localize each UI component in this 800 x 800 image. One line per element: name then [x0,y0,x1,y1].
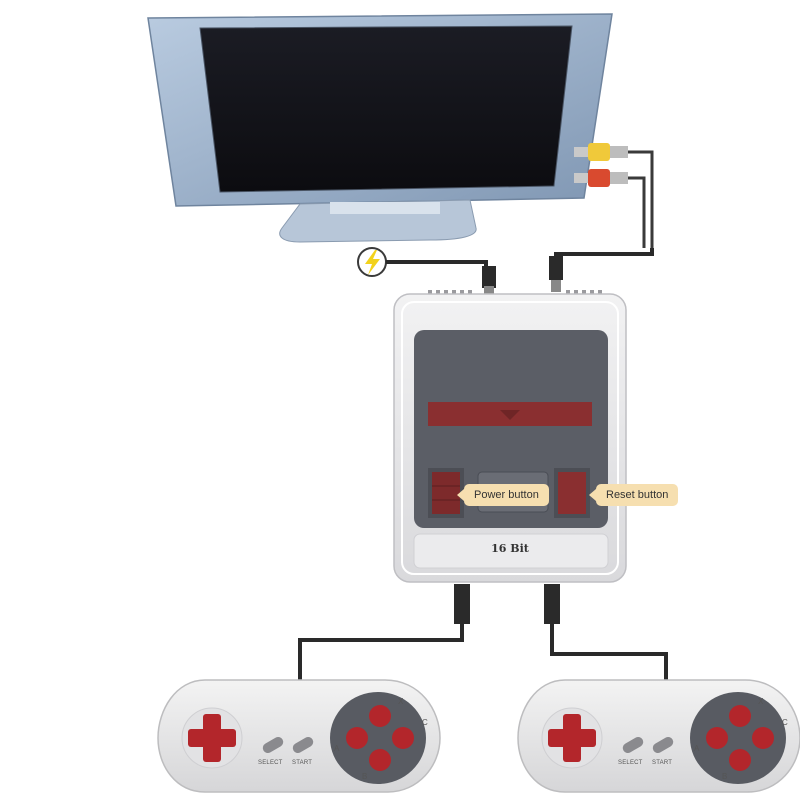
power-button-callout-text: Power button [474,489,539,501]
reset-button-callout-text: Reset button [606,489,669,501]
controller-1-x-label: X [398,697,404,706]
power-plug [482,266,496,294]
controller-2-button-well [690,692,786,784]
controller-2-b-label: B [722,772,728,781]
controller-2-select-button[interactable] [621,735,645,755]
controller-1 [157,679,441,793]
controller-1-button-well [330,692,426,784]
controller-2-y-button[interactable] [706,727,728,749]
tv-screen [199,25,573,193]
rca-plug-red [574,169,628,187]
av-cables [549,143,654,292]
controller-1-select-label: SELECT [258,760,283,766]
power-cable [357,247,496,294]
controller-2-select-label: SELECT [618,760,643,766]
controller-2-dpad[interactable] [548,714,596,762]
av-plug-console [549,256,563,292]
controller-plug-1 [454,584,470,624]
controller-1-start-button[interactable] [291,735,315,755]
controller-2-b-button[interactable] [729,749,751,771]
lightning-bolt-shape [365,250,380,275]
controller-1-select-button[interactable] [261,735,285,755]
power-cable-line [386,260,488,272]
controller-1-a-label: C [422,718,428,727]
controller-2-x-label: X [758,697,764,706]
tv-stand-neck [330,202,440,214]
console [393,290,627,583]
rca-cable-yellow [628,150,654,248]
console-vents [428,290,602,296]
controller-2-start-label: START [652,760,673,766]
controller-2-y-label: A [694,744,700,753]
controller-2-a-label: C [782,718,788,727]
console-model-label: 16 Bit [491,542,529,555]
controller-1-y-label: A [334,744,340,753]
console-inner-border [401,301,619,575]
rca-cable-red [628,176,646,248]
controller-cable-1 [298,624,464,684]
controller-1-b-label: B [362,772,368,781]
controller-1-dpad[interactable] [188,714,236,762]
controller-2-x-button[interactable] [729,705,751,727]
cartridge-slot-notch [500,410,520,420]
controller-cable-2 [550,624,668,684]
power-button-callout: Power button [457,484,549,506]
controller-1-a-button[interactable] [392,727,414,749]
controller-2 [517,679,800,793]
console-lower-panel [413,533,609,569]
controller-1-start-label: START [292,760,313,766]
rca-plug-yellow [574,143,628,161]
controller-1-y-button[interactable] [346,727,368,749]
reset-button-callout: Reset button [588,484,679,506]
controller-2-start-button[interactable] [651,735,675,755]
controller-plug-2 [544,584,560,624]
television [147,13,613,243]
reset-button[interactable] [554,468,590,518]
controller-2-a-button[interactable] [752,727,774,749]
controller-cables [298,584,668,684]
av-cable-main [554,248,654,272]
controller-1-x-button[interactable] [369,705,391,727]
controller-1-b-button[interactable] [369,749,391,771]
